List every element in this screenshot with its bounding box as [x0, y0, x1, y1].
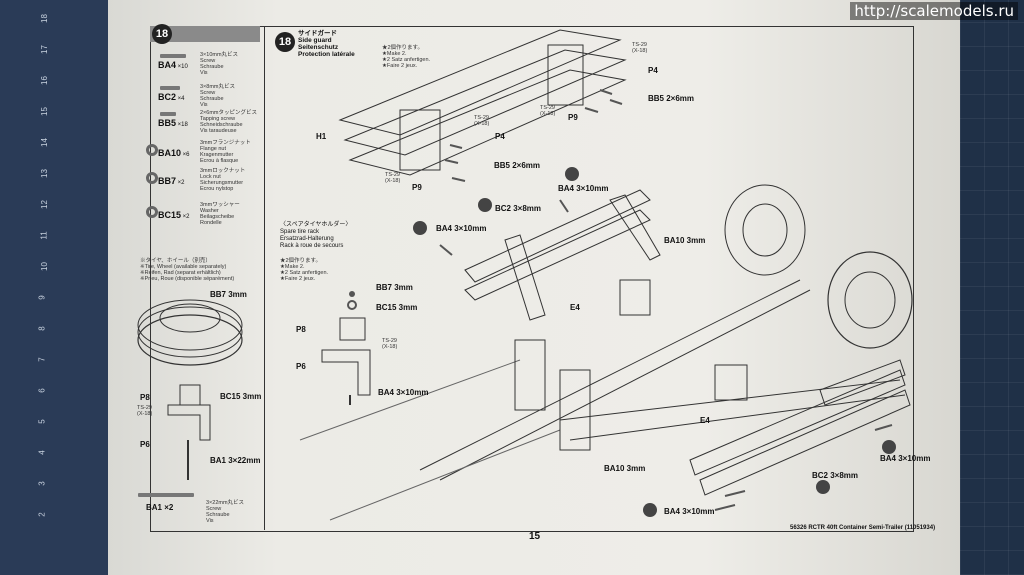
watermark: http://scalemodels.ru	[850, 2, 1018, 20]
washer-icon	[146, 206, 158, 218]
left-step-badge: 18	[152, 24, 172, 44]
bb7-main-label: BB7 3mm	[376, 283, 413, 292]
left-bc15-label: BC15 3mm	[220, 392, 262, 401]
screw-icon	[160, 86, 180, 90]
part-code: BB5 ×18	[158, 118, 188, 128]
ba1-screw-icon	[138, 493, 194, 497]
ba4-top-label: BA4 3×10mm	[558, 184, 609, 193]
e4-left-label: E4	[570, 303, 580, 312]
p4-top-label: P4	[648, 66, 658, 75]
page-frame	[150, 26, 914, 532]
p9-top-label: P9	[568, 113, 578, 122]
spare-make-two-note: ★2個作ります。 ★Make 2. ★2 Satz anfertigen. ★F…	[280, 258, 329, 282]
ba4-right-label: BA4 3×10mm	[880, 454, 931, 463]
p4-mid-label: P4	[495, 132, 505, 141]
bottom-part-desc: 3×22mm丸ビス Screw Schraube Vis	[206, 500, 245, 524]
part-description: 3×8mm丸ビス Screw Schraube Vis	[200, 84, 235, 108]
part-code: BA4 ×10	[158, 60, 188, 70]
screw-icon	[160, 54, 186, 58]
part-description: 3mmワッシャー Washer Beilagscheibe Rondelle	[200, 202, 240, 226]
e4-right-label: E4	[700, 416, 710, 425]
part-code: BB7 ×2	[158, 176, 185, 186]
tire-note: ※タイヤ、ホイール（別売） ※Tire, Wheel (available se…	[140, 258, 235, 282]
bc2-top-label: BC2 3×8mm	[495, 204, 542, 213]
left-ts29-label: TS-29 (X-18)	[137, 405, 153, 417]
part-code: BA10 ×6	[158, 148, 190, 158]
bottom-part-code: BA1 ×2	[146, 503, 174, 512]
ba4-spare-label: BA4 3×10mm	[378, 388, 429, 397]
bb5-top-label: BB5 2×6mm	[648, 94, 695, 103]
ba4-bottom-label: BA4 3×10mm	[664, 507, 715, 516]
main-step-badge: 18	[275, 32, 295, 52]
ba4-left-label: BA4 3×10mm	[436, 224, 487, 233]
p9-low-label: P9	[412, 183, 422, 192]
ts29-spare-label: TS-29 (X-18)	[382, 338, 398, 350]
page-number: 15	[529, 531, 541, 542]
nut-icon	[146, 172, 158, 184]
ba10-top-label: BA10 3mm	[664, 236, 706, 245]
ts29-low-label: TS-29 (X-18)	[474, 115, 490, 127]
left-ba1-label: BA1 3×22mm	[210, 456, 261, 465]
main-title: サイドガード Side guard Seitenschutz Protectio…	[298, 30, 355, 58]
part-description: 3mmロックナット Lock nut Sicherungsmutter Ecro…	[200, 168, 246, 192]
left-p8-label: P8	[140, 393, 150, 402]
parts-header-bar	[150, 26, 260, 42]
spare-tire-title: 〈スペアタイヤホルダー〉 Spare tire rack Ersatzrad-H…	[280, 222, 352, 249]
h1-label: H1	[316, 132, 327, 141]
part-description: 2×6mmタッピングビス Tapping screw Schneidschrau…	[200, 110, 257, 134]
instruction-page	[108, 0, 960, 575]
part-description: 3×10mm丸ビス Screw Schraube Vis	[200, 52, 239, 76]
screw-icon	[160, 112, 176, 116]
p6-main-label: P6	[296, 362, 306, 371]
ts29-mid-label: TS-29 (X-18)	[540, 105, 556, 117]
ba10-bottom-label: BA10 3mm	[604, 464, 646, 473]
left-bb7-label: BB7 3mm	[210, 290, 247, 299]
part-code: BC2 ×4	[158, 92, 185, 102]
bc2-bottom-label: BC2 3×8mm	[812, 471, 859, 480]
ts29-bottom-label: TS-29 (X-18)	[385, 172, 401, 184]
bb5-mid-label: BB5 2×6mm	[494, 161, 541, 170]
side-guard-bracket	[399, 109, 441, 171]
left-p6-label: P6	[140, 440, 150, 449]
part-code: BC15 ×2	[158, 210, 190, 220]
footer-product-code: 56326 RCTR 40ft Container Semi-Trailer (…	[790, 525, 936, 531]
washer-icon	[146, 144, 158, 156]
p8-main-label: P8	[296, 325, 306, 334]
ts29-top-label: TS-29 (X-18)	[632, 42, 648, 54]
bc15-main-label: BC15 3mm	[376, 303, 418, 312]
side-guard-rail-top	[338, 29, 622, 136]
part-description: 3mmフランジナット Flange nut Kragenmutter Ecrou…	[200, 140, 251, 164]
panel-divider	[264, 26, 265, 530]
make-two-note: ★2個作ります。 ★Make 2. ★2 Satz anfertigen. ★F…	[382, 45, 431, 69]
